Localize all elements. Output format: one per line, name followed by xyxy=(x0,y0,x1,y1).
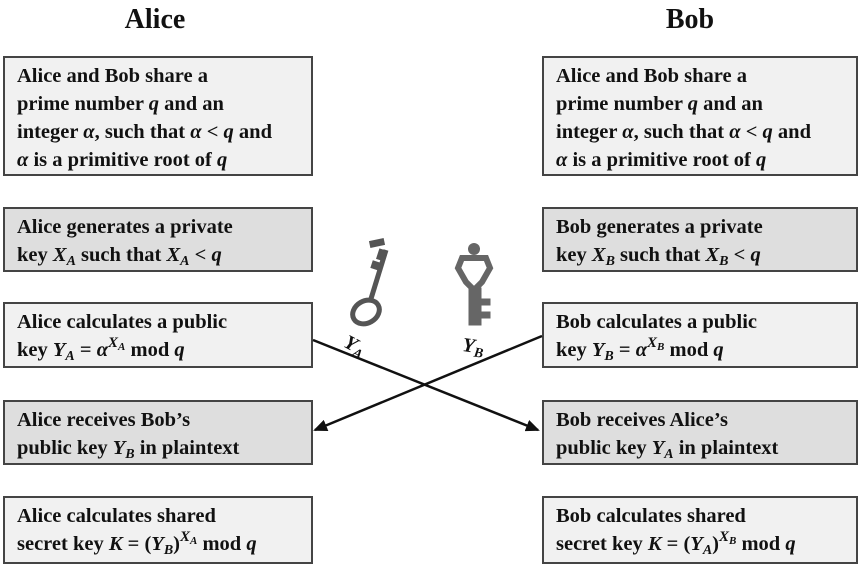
alice-column-title: Alice xyxy=(124,4,186,35)
bob-key-label: YB xyxy=(461,334,485,362)
bob-shared-secret-box: Bob calculates shared secret key K = (YA… xyxy=(542,496,858,564)
bob-to-alice-arrow xyxy=(313,334,543,432)
alice-shared-secret-box: Alice calculates shared secret key K = (… xyxy=(3,496,313,564)
bob-receives-key-box: Bob receives Alice’s public key YA in pl… xyxy=(542,400,858,465)
key-icon xyxy=(454,243,494,326)
bob-public-key-box: Bob calculates a public key YB = αXB mod… xyxy=(542,302,858,368)
bob-column-title: Bob xyxy=(665,4,715,35)
alice-shared-parameters-box: Alice and Bob share a prime number q and… xyxy=(3,56,313,176)
bob-private-key-box: Bob generates a private key XB such that… xyxy=(542,207,858,272)
alice-private-key-box: Alice generates a private key XA such th… xyxy=(3,207,313,272)
alice-public-key-box: Alice calculates a public key YA = αXA m… xyxy=(3,302,313,368)
bob-shared-parameters-box: Alice and Bob share a prime number q and… xyxy=(542,56,858,176)
skeleton-key-icon xyxy=(350,238,389,327)
alice-receives-key-box: Alice receives Bob’s public key YB in pl… xyxy=(3,400,313,465)
